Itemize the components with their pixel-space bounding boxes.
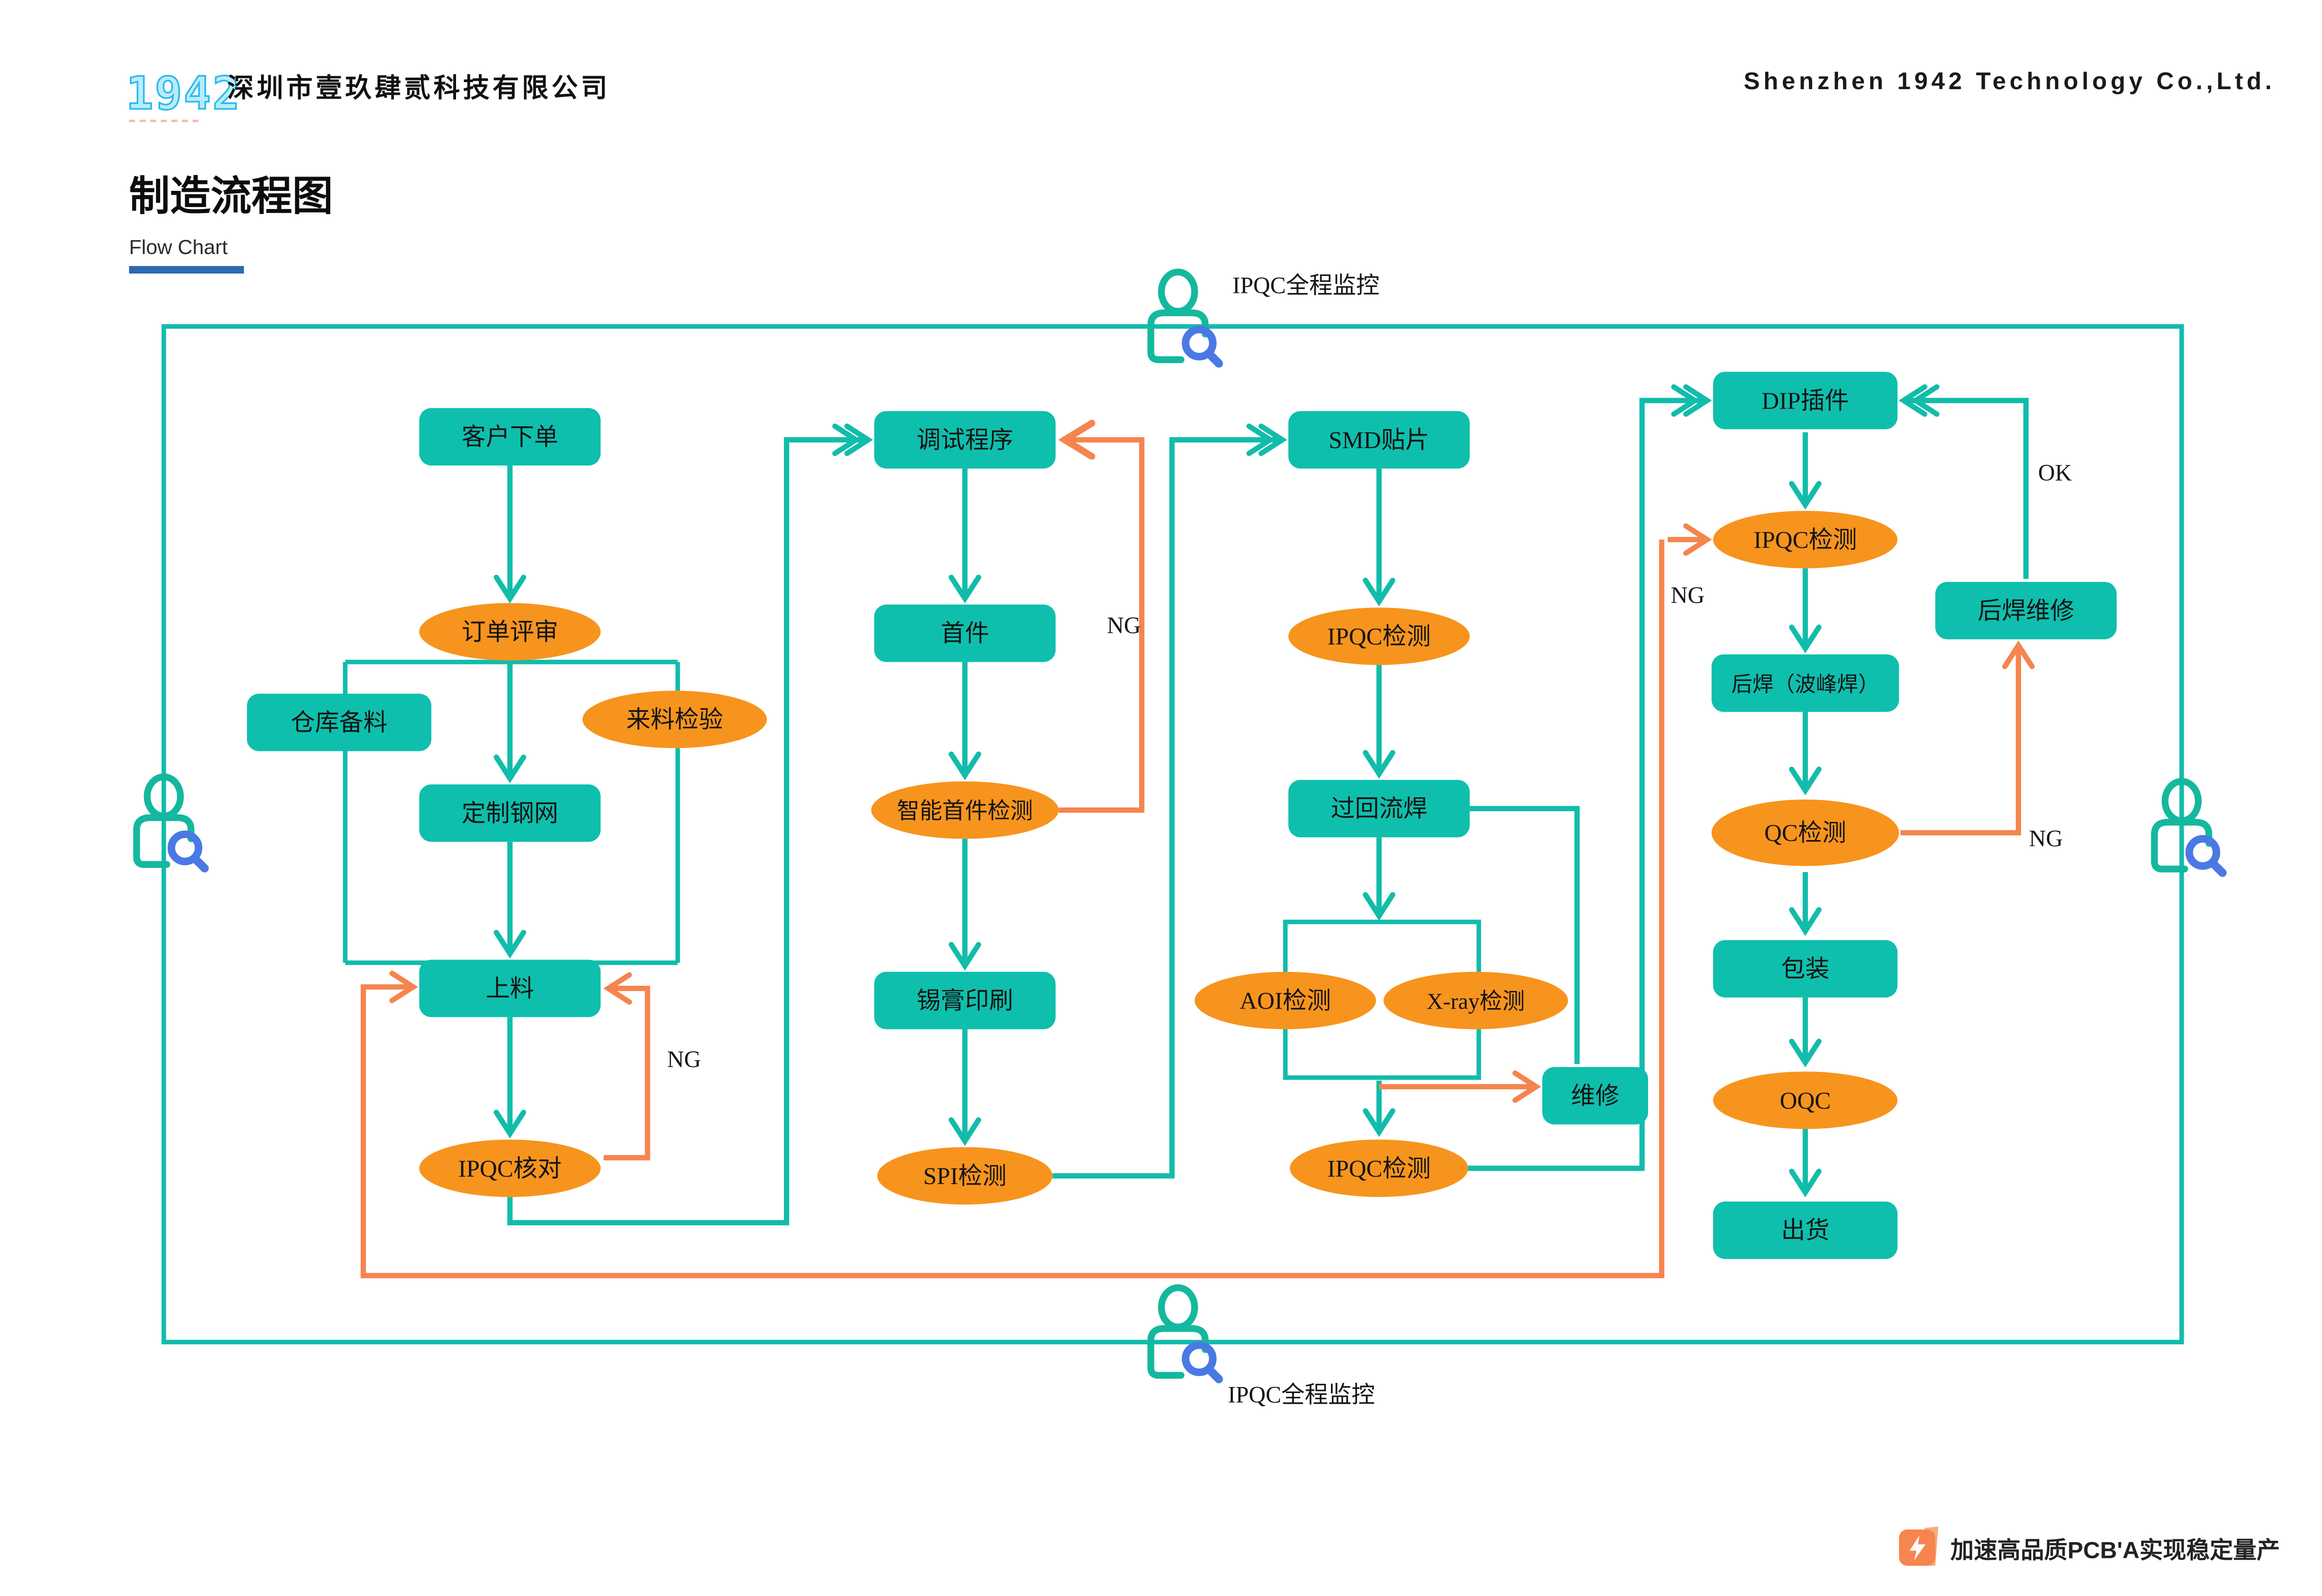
node-repair: [1542, 1067, 1648, 1125]
node-repair-label: 维修: [1571, 1083, 1619, 1110]
node-post-weld-label: 后焊（波峰焊）: [1731, 672, 1879, 696]
ipqc-monitor-label-bottom: IPQC全程监控: [1228, 1381, 1375, 1407]
node-qc-label: QC检测: [1764, 820, 1846, 847]
node-post-weld-repair: [1935, 582, 2117, 639]
edge-ng-ipqc-check-to-loading: [603, 972, 650, 1160]
node-first-article-label: 首件: [941, 621, 989, 647]
node-ipqc-check-label: IPQC核对: [458, 1156, 562, 1182]
edge-ng-smart-fa-to-debug: [1058, 440, 1145, 813]
node-ipqc-inspection-reflow: [1290, 1140, 1468, 1197]
page-subtitle: Flow Chart: [129, 236, 228, 259]
edge-ng-long-feedback-to-loading: [360, 539, 1664, 1278]
person-magnifier-icon-right: [2154, 782, 2222, 873]
person-magnifier-icon-left: [137, 777, 204, 868]
node-ipqc-inspection-smd-label: IPQC检测: [1327, 624, 1431, 650]
node-solder-paste-printing-label: 锡膏印刷: [917, 988, 1013, 1015]
node-incoming-inspection-label: 来料检验: [626, 707, 723, 733]
node-order-review: [419, 603, 601, 661]
node-reflow: [1288, 780, 1470, 838]
node-packaging-label: 包装: [1781, 956, 1829, 983]
node-debug-program: [874, 411, 1056, 469]
node-warehouse-prep-label: 仓库备料: [291, 710, 387, 736]
ok-label: OK: [2038, 460, 2072, 486]
node-post-weld: [1711, 654, 1899, 712]
node-spi-inspection-label: SPI检测: [923, 1163, 1006, 1190]
node-customer-order: [419, 408, 601, 466]
node-custom-stencil: [419, 784, 601, 842]
edge-spi-to-smd: [1052, 440, 1283, 1179]
node-smart-fa-inspection-label: 智能首件检测: [897, 798, 1033, 823]
node-shipping: [1713, 1201, 1898, 1259]
company-name-cn: 深圳市壹玖肆贰科技有限公司: [227, 73, 610, 103]
node-custom-stencil-label: 定制钢网: [462, 801, 558, 827]
node-solder-paste-printing: [874, 971, 1056, 1029]
node-smd: [1288, 411, 1470, 469]
edge-ipqc2-to-dip: [1467, 401, 1707, 1171]
edge-repair-ok-to-dip: [1904, 401, 2029, 579]
node-smd-label: SMD贴片: [1329, 427, 1429, 454]
node-oqc-label: OQC: [1780, 1088, 1831, 1114]
node-loading: [419, 959, 601, 1017]
node-shipping-label: 出货: [1781, 1218, 1829, 1244]
node-dip-label: DIP插件: [1761, 388, 1849, 414]
node-ipqc-inspection-dip-label: IPQC检测: [1754, 527, 1857, 554]
person-magnifier-icon-top: [1151, 272, 1219, 364]
footer-tagline: 加速高品质PCB'A实现稳定量产: [1950, 1537, 2280, 1563]
node-aoi-label: AOI检测: [1239, 988, 1331, 1015]
ipqc-monitor-border: [161, 324, 2184, 1345]
flow-edges-orange: [360, 440, 2035, 1278]
node-xray-label: X-ray检测: [1427, 989, 1525, 1014]
title-underline: [129, 266, 244, 274]
edge-reflow-to-repair: [1469, 806, 1580, 1064]
company-logo-1942: 1942: [126, 67, 241, 120]
edge-ng-qc-to-postweld-repair: [1900, 640, 2035, 836]
flow-column-4: DIP插件 IPQC检测 后焊（波峰焊） QC检测 包装 OQC 出货 后焊维修: [1711, 371, 2117, 1259]
node-warehouse-prep: [247, 693, 431, 751]
flow-column-1: 客户下单 订单评审 仓库备料 来料检验 定制钢网 上料 IPQC核对: [247, 408, 767, 1197]
node-ipqc-inspection-dip: [1713, 511, 1898, 568]
node-loading-label: 上料: [486, 976, 534, 1002]
node-incoming-inspection: [582, 691, 767, 749]
ng-label-qc: NG: [2029, 826, 2063, 852]
node-debug-program-label: 调试程序: [917, 427, 1013, 454]
node-xray: [1383, 971, 1568, 1029]
lightning-badge-icon: [1899, 1526, 1938, 1566]
node-packaging: [1713, 940, 1898, 998]
node-post-weld-repair-label: 后焊维修: [1977, 598, 2074, 625]
node-reflow-label: 过回流焊: [1331, 796, 1427, 822]
node-ipqc-inspection-smd: [1288, 607, 1470, 665]
flow-column-2: 调试程序 首件 智能首件检测 锡膏印刷 SPI检测: [871, 411, 1059, 1205]
node-qc: [1711, 799, 1899, 866]
header: 1942 深圳市壹玖肆贰科技有限公司 Shenzhen 1942 Technol…: [125, 66, 2276, 274]
ng-label-loading: NG: [667, 1046, 701, 1072]
node-oqc: [1713, 1071, 1898, 1129]
node-dip: [1713, 371, 1898, 430]
decision-labels: NG NG NG NG OK: [667, 460, 2072, 1072]
ipqc-monitors: IPQC全程监控 IPQC全程监控: [137, 272, 2223, 1407]
flow-column-3: SMD贴片 IPQC检测 过回流焊 AOI检测 X-ray检测 维修 IPQC检…: [1194, 411, 1648, 1197]
ipqc-monitor-label-top: IPQC全程监控: [1233, 272, 1380, 298]
node-smart-fa-inspection: [871, 781, 1059, 839]
node-spi-inspection: [877, 1147, 1053, 1205]
ng-label-dip: NG: [1671, 582, 1705, 608]
ng-label-debug: NG: [1107, 612, 1141, 638]
edge-ipqc-check-to-debug: [507, 440, 868, 1225]
node-customer-order-label: 客户下单: [462, 424, 558, 451]
company-name-en: Shenzhen 1942 Technology Co.,Ltd.: [1744, 68, 2276, 95]
node-ipqc-check: [419, 1140, 601, 1197]
person-magnifier-icon-bottom: [1151, 1288, 1219, 1379]
node-order-review-label: 订单评审: [462, 619, 558, 645]
node-ipqc-inspection-reflow-label: IPQC检测: [1327, 1156, 1431, 1182]
footer: 加速高品质PCB'A实现稳定量产: [1899, 1526, 2280, 1566]
page-title: 制造流程图: [129, 173, 333, 219]
node-first-article: [874, 604, 1056, 662]
node-aoi: [1194, 971, 1376, 1029]
